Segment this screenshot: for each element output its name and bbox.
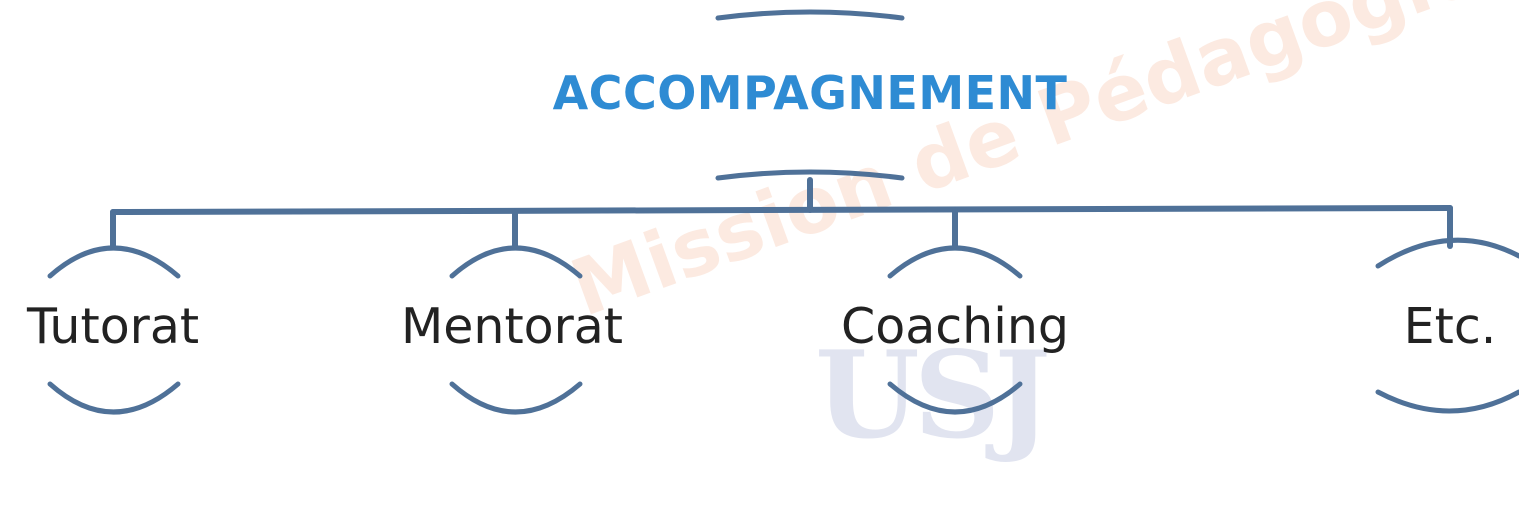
node-label-mentorat: Mentorat <box>400 298 624 355</box>
tutorat-bracket-top <box>47 245 181 279</box>
mentorat-bracket-top <box>449 245 583 279</box>
node-label-etc: Etc. <box>1403 298 1497 355</box>
etc-bracket-top <box>1375 237 1519 269</box>
root-bracket-top <box>715 9 905 21</box>
mentorat-bracket-bottom <box>449 381 583 415</box>
coaching-bracket-bottom <box>887 381 1023 415</box>
connector-lines <box>110 177 1453 249</box>
root-node-label: ACCOMPAGNEMENT <box>552 66 1068 120</box>
root-bracket-bottom <box>715 169 905 181</box>
node-label-coaching: Coaching <box>841 298 1069 355</box>
etc-bracket-bottom <box>1375 389 1519 414</box>
coaching-bracket-top <box>887 245 1023 279</box>
tutorat-bracket-bottom <box>47 381 181 415</box>
bracket-arcs <box>47 9 1519 415</box>
horizontal-bus <box>110 205 1453 215</box>
node-label-tutorat: Tutorat <box>26 298 200 355</box>
